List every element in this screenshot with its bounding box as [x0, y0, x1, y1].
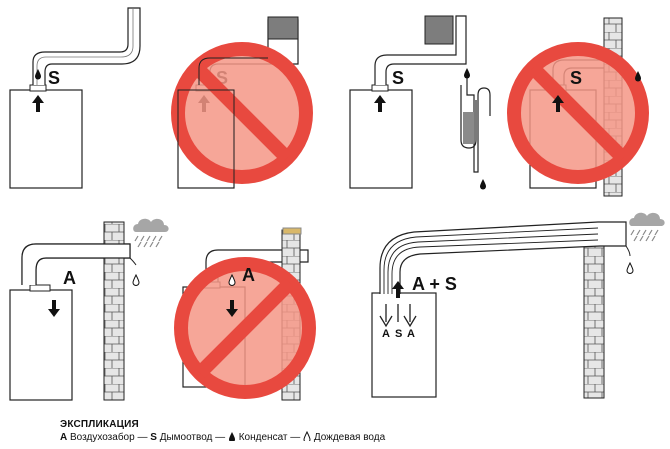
legend-a-key: A [60, 432, 68, 443]
coaxial-pipe [379, 221, 627, 294]
boiler-collar [29, 84, 47, 92]
legend-condensate-text: Конденсат — [238, 432, 301, 443]
panel-coaxial-correct: A + S A S A [371, 212, 666, 399]
flue-pipe [32, 7, 141, 85]
cloud-icon [132, 218, 170, 248]
svg-text:S: S [392, 68, 404, 88]
legend-title: ЭКСПЛИКАЦИЯ [60, 419, 139, 430]
panel-vertical-flue-correct: S [9, 7, 141, 189]
chimney-cap [267, 16, 299, 40]
smoke-label: S [48, 68, 60, 88]
panel-air-intake-correct: A [9, 218, 170, 401]
rain-drop-icon [132, 274, 140, 286]
legend-line: A Воздухозабор — S Дымоотвод — Конденсат… [60, 431, 386, 443]
svg-text:S: S [570, 68, 582, 88]
svg-text:A: A [407, 328, 415, 340]
cloud-icon [628, 212, 666, 242]
svg-text:A: A [382, 328, 390, 340]
legend-s-key: S [150, 432, 157, 443]
rain-drop-icon [626, 262, 634, 274]
boiler-body [9, 89, 83, 189]
legend-a-text: Воздухозабор — [70, 432, 148, 443]
svg-text:S: S [395, 328, 402, 340]
condensate-drop-icon [228, 432, 235, 441]
panel-chimney-prohibited: S [171, 16, 313, 189]
rain-drop-icon [303, 431, 311, 441]
svg-text:A: A [242, 265, 255, 285]
panel-condensate-trap-correct: S [349, 15, 491, 190]
legend: ЭКСПЛИКАЦИЯ A Воздухозабор — S Дымоотвод… [60, 418, 385, 444]
svg-text:A + S: A + S [412, 274, 457, 294]
legend-s-text: Дымоотвод — [159, 432, 226, 443]
legend-rain-text: Дождевая вода [313, 432, 386, 443]
panel-wall-outlet-prohibited: S [507, 17, 649, 197]
panel-air-intake-prohibited: A [174, 227, 316, 401]
svg-text:A: A [63, 268, 76, 288]
